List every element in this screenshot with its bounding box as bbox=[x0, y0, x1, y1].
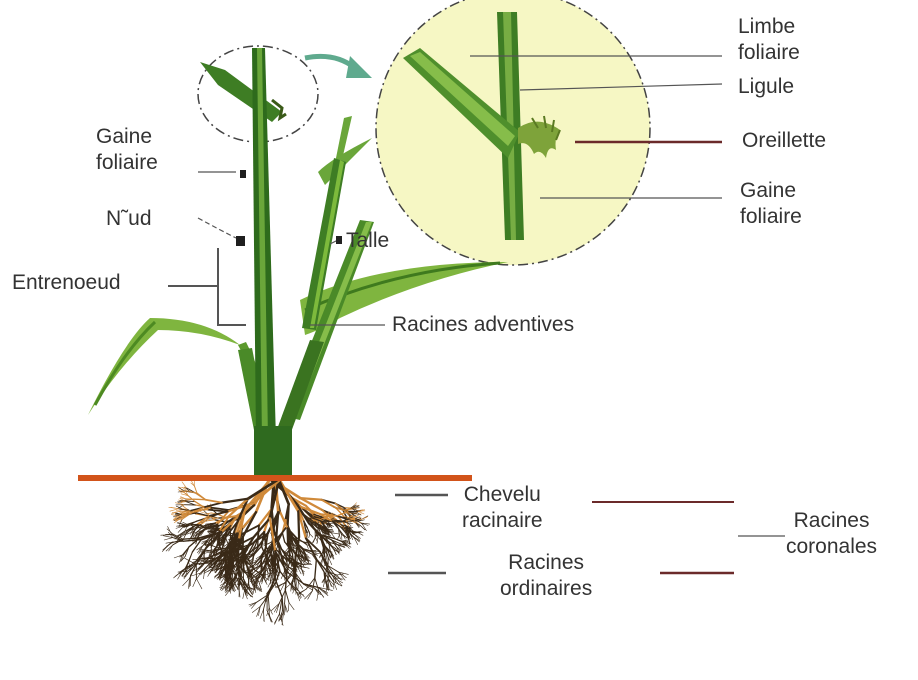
root-segment bbox=[306, 538, 317, 559]
label-racines-ordinaires: Racines ordinaires bbox=[500, 550, 592, 602]
label-ligule: Ligule bbox=[738, 74, 794, 100]
root-segment bbox=[288, 603, 289, 611]
label-racines-coronales: Racines coronales bbox=[786, 508, 877, 560]
zoom-arrowhead-icon bbox=[346, 56, 372, 78]
root-segment bbox=[184, 540, 202, 542]
root-segment bbox=[204, 503, 222, 508]
label-coronales-line1: Racines bbox=[794, 509, 870, 532]
label-entrenoeud: Entrenoeud bbox=[12, 270, 121, 296]
root-segment bbox=[164, 538, 173, 540]
root-segment bbox=[310, 534, 313, 537]
label-oreillette: Oreillette bbox=[742, 128, 826, 154]
root-segment bbox=[315, 559, 317, 578]
label-limbe-line1: Limbe bbox=[738, 15, 795, 38]
label-gaine-line2: foliaire bbox=[96, 151, 158, 174]
root-segment bbox=[170, 509, 179, 512]
root-segment bbox=[268, 596, 269, 608]
root-segment bbox=[238, 539, 239, 562]
root-segment bbox=[338, 535, 340, 539]
label-gaine-foliaire: Gaine foliaire bbox=[96, 124, 158, 176]
soil-line bbox=[78, 475, 472, 481]
label-gaine-zoom-line1: Gaine bbox=[740, 179, 796, 202]
root-segment bbox=[194, 499, 206, 500]
root-segment bbox=[268, 578, 275, 595]
talle-marker bbox=[336, 236, 342, 244]
root-segment bbox=[309, 534, 310, 538]
label-noeud: N˜ud bbox=[106, 206, 152, 232]
zoom-arrow-icon bbox=[305, 56, 355, 68]
label-ordinaires-line2: ordinaires bbox=[500, 577, 592, 600]
label-ordinaires-line1: Racines bbox=[508, 551, 584, 574]
root-segment bbox=[302, 541, 307, 542]
root-collar bbox=[254, 426, 292, 478]
root-segment bbox=[275, 614, 280, 624]
root-segment bbox=[260, 609, 264, 618]
root-segment bbox=[196, 579, 202, 589]
root-segment bbox=[339, 535, 340, 539]
root-segment bbox=[206, 500, 223, 503]
root-segment bbox=[275, 578, 282, 597]
label-chevelu-line2: racinaire bbox=[462, 509, 543, 532]
label-limbe-line2: foliaire bbox=[738, 41, 800, 64]
label-gaine-foliaire-zoom: Gaine foliaire bbox=[740, 178, 802, 230]
root-system bbox=[161, 480, 370, 626]
label-talle: Talle bbox=[346, 228, 389, 254]
root-segment bbox=[207, 520, 215, 521]
root-segment bbox=[299, 589, 307, 593]
label-coronales-line2: coronales bbox=[786, 535, 877, 558]
root-segment bbox=[282, 533, 284, 542]
root-segment bbox=[174, 571, 183, 578]
label-limbe-foliaire: Limbe foliaire bbox=[738, 14, 800, 66]
root-segment bbox=[189, 538, 199, 547]
root-segment bbox=[175, 503, 184, 505]
root-segment bbox=[183, 579, 190, 586]
label-gaine-line1: Gaine bbox=[96, 125, 152, 148]
root-segment bbox=[288, 504, 289, 525]
root-segment bbox=[285, 590, 289, 603]
root-segment bbox=[298, 511, 299, 537]
label-chevelu-line1: Chevelu bbox=[464, 483, 541, 506]
root-segment bbox=[185, 501, 195, 502]
label-racines-adventives: Racines adventives bbox=[392, 312, 574, 338]
root-segment bbox=[361, 517, 368, 520]
root-segment bbox=[193, 579, 197, 587]
label-chevelu-racinaire: Chevelu racinaire bbox=[462, 482, 543, 534]
root-segment bbox=[167, 529, 173, 534]
label-gaine-zoom-line2: foliaire bbox=[740, 205, 802, 228]
root-segment bbox=[298, 582, 299, 591]
root-segment bbox=[289, 603, 294, 610]
root-segment bbox=[163, 544, 170, 550]
